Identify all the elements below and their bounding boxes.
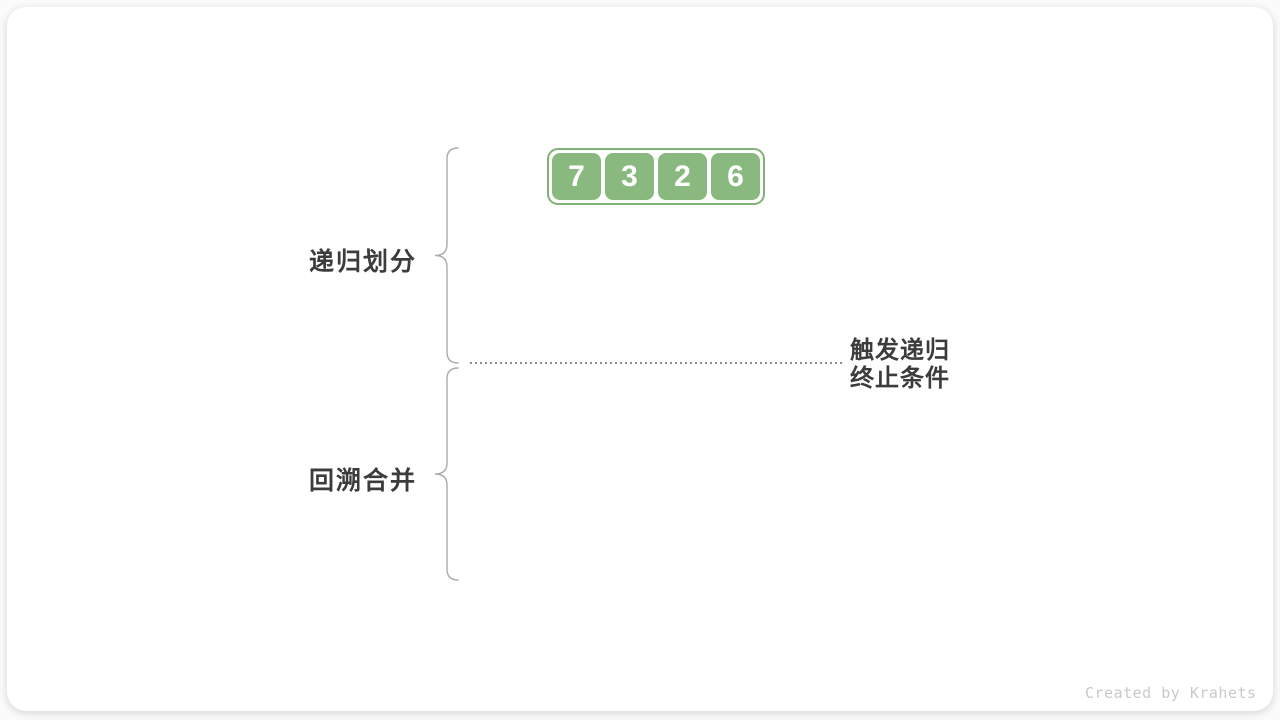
- merge-label: 回溯合并: [308, 467, 417, 495]
- termination-label-line1: 触发递归: [850, 337, 950, 364]
- divide-label: 递归划分: [308, 248, 417, 276]
- watermark-credit: Created by Krahets: [1085, 684, 1257, 702]
- termination-dotted-line: [470, 362, 842, 364]
- array-cell: 2: [658, 153, 707, 200]
- termination-label-line2: 终止条件: [850, 365, 950, 392]
- diagram-card: 7 3 2 6 递归划分 触发递归 终止条件 回溯合并 Created by K…: [7, 7, 1273, 711]
- array-cell: 7: [552, 153, 601, 200]
- divide-brace-icon: [434, 147, 459, 364]
- array-container: 7 3 2 6: [547, 148, 765, 205]
- array-cell: 6: [711, 153, 760, 200]
- termination-label: 触发递归 终止条件: [850, 337, 950, 393]
- merge-brace-icon: [434, 367, 459, 581]
- array-cell: 3: [605, 153, 654, 200]
